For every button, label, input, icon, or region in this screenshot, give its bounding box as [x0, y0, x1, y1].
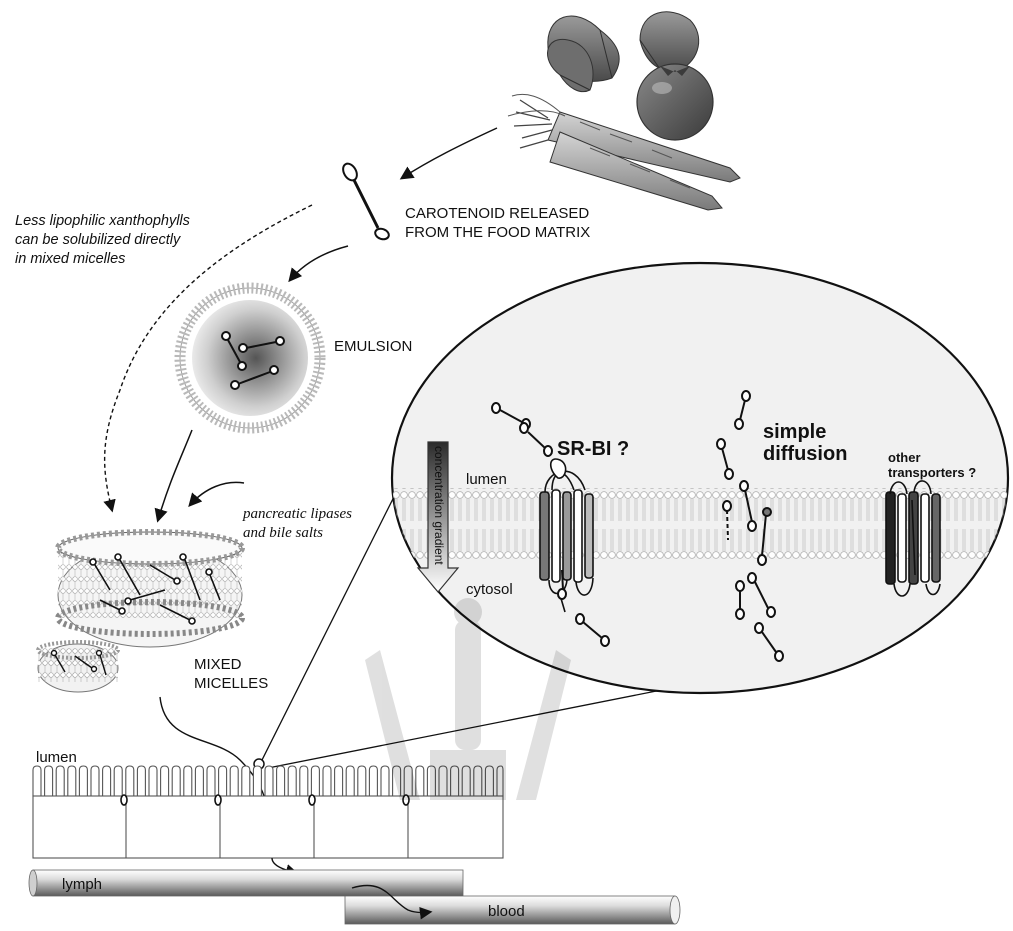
enzymes-line-2: and bile salts — [243, 524, 352, 543]
xanthophyll-note-line-2: can be solubilized directly — [15, 231, 190, 250]
emulsion-label: EMULSION — [334, 337, 412, 356]
other-transporters — [886, 481, 940, 596]
mixed-micelle-small — [38, 642, 118, 692]
mixed-micelles-label: MIXED MICELLES — [194, 655, 268, 693]
tomato-icon — [637, 64, 713, 140]
carotenoid-released-line-1: CAROTENOID RELEASED — [405, 204, 590, 223]
sr-bi-label: SR-BI ? — [557, 438, 629, 460]
simple-diffusion-line-1: simple — [763, 421, 847, 443]
simple-diffusion-line-2: diffusion — [763, 443, 847, 465]
membrane-lumen-label: lumen — [466, 470, 507, 489]
spinach-leaf-icon — [640, 12, 699, 71]
enzymes-label: pancreatic lipases and bile salts — [243, 505, 352, 543]
lipase-arrow — [190, 482, 244, 505]
other-transporters-line-1: other — [888, 450, 976, 465]
release-arrow — [402, 128, 497, 178]
concentration-gradient-label: concentration gradient — [432, 446, 446, 565]
free-carotenoid-molecule — [340, 161, 390, 241]
xanthophyll-note-line-3: in mixed micelles — [15, 250, 190, 269]
emulsion-arrow — [290, 246, 348, 280]
blood-label: blood — [488, 902, 525, 921]
carotenoid-released-label: CAROTENOID RELEASED FROM THE FOOD MATRIX — [405, 204, 590, 242]
mixed-micelle-large — [58, 532, 242, 647]
carotenoid-released-line-2: FROM THE FOOD MATRIX — [405, 223, 590, 242]
enzymes-line-1: pancreatic lipases — [243, 505, 352, 524]
mixed-micelles-line-1: MIXED — [194, 655, 268, 674]
other-transporters-label: other transporters ? — [888, 450, 976, 480]
intestine-lumen-label: lumen — [36, 748, 77, 767]
simple-diffusion-label: simple diffusion — [763, 421, 847, 465]
lymph-label: lymph — [62, 875, 102, 894]
membrane-cytosol-label: cytosol — [466, 580, 513, 599]
xanthophyll-note: Less lipophilic xanthophylls can be solu… — [15, 212, 190, 269]
mixed-micelles-line-2: MICELLES — [194, 674, 268, 693]
emulsion-droplet — [180, 288, 320, 428]
xanthophyll-note-line-1: Less lipophilic xanthophylls — [15, 212, 190, 231]
micelle-formation-arrow — [158, 430, 192, 520]
other-transporters-line-2: transporters ? — [888, 465, 976, 480]
food-matrix-illustration — [508, 12, 740, 210]
